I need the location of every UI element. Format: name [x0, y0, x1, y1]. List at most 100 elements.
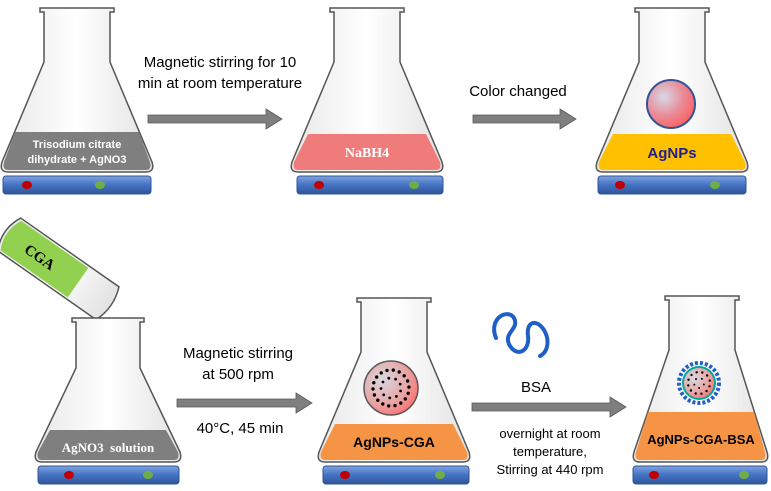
- step3-text-line1: Magnetic stirring: [183, 345, 293, 362]
- cga-molecule-dot: [700, 377, 703, 380]
- cga-molecule-dot: [708, 385, 711, 388]
- arrow-step3: [176, 392, 313, 414]
- cga-molecule-dot: [399, 401, 403, 405]
- cga-molecule-dot: [393, 403, 397, 408]
- stirrer-red-knob: [615, 181, 625, 189]
- flask-agno3-solution: AgNO3 solution: [34, 317, 182, 485]
- cga-molecule-dot: [693, 383, 696, 386]
- step4-text-line1: overnight at room: [499, 426, 600, 441]
- cga-molecule-dot: [695, 371, 698, 374]
- cga-molecule-dot: [705, 389, 708, 393]
- stirrer-red-knob: [649, 471, 659, 479]
- cga-molecule-dot: [702, 383, 705, 386]
- flask-label: AgNPs: [647, 145, 696, 162]
- cga-molecule-dot: [694, 392, 697, 395]
- cga-molecule-dot: [698, 387, 701, 389]
- flask-liquid: [3, 132, 151, 170]
- arrow-step4: [471, 396, 627, 418]
- stirrer-green-knob: [739, 471, 749, 479]
- cga-molecule-dot: [379, 371, 383, 375]
- cga-molecule-dot: [379, 387, 383, 390]
- stirrer-red-knob: [314, 181, 324, 189]
- cga-molecule-dot: [403, 397, 407, 401]
- step2-text: Color changed: [469, 83, 567, 100]
- cga-molecule-dot: [382, 393, 386, 397]
- cga-molecule-dot: [708, 379, 711, 382]
- cga-molecule-dot: [387, 376, 391, 380]
- stirrer-red-knob: [64, 471, 74, 479]
- cga-molecule-dot: [398, 382, 402, 386]
- magnetic-stirrer: [2, 175, 152, 195]
- stirrer-green-knob: [409, 181, 419, 189]
- stirrer-green-knob: [435, 471, 445, 479]
- step4-text-line2: temperature,: [513, 444, 587, 459]
- flask-glass: [290, 7, 444, 173]
- flask-liquid: [37, 430, 179, 460]
- cga-molecule-dot: [705, 374, 709, 377]
- cga-molecule-dot: [391, 368, 395, 372]
- arrow-step1: [147, 108, 283, 130]
- flask-liquid: [293, 134, 441, 170]
- magnetic-stirrer: [597, 175, 747, 195]
- flask-liquid: [635, 412, 766, 460]
- flask-liquid: [598, 134, 746, 170]
- flask-agnps-cga-bsa: AgNPs-CGA-BSA: [632, 295, 769, 485]
- stirrer-red-knob: [340, 471, 350, 479]
- cga-molecule-dot: [375, 375, 379, 379]
- silver-nanoparticle: [646, 79, 696, 129]
- magnetic-stirrer: [632, 465, 768, 485]
- cga-molecule-dot: [387, 404, 391, 408]
- flask-liquid: [320, 424, 468, 460]
- bsa-protein-chain: [492, 312, 550, 358]
- flask-nabh4: NaBH4: [290, 7, 444, 195]
- magnetic-stirrer: [37, 465, 180, 485]
- flask-glass: [0, 7, 154, 173]
- step1-text-line2: min at room temperature: [138, 75, 302, 92]
- cga-molecule-dot: [397, 370, 401, 374]
- step4-label: BSA: [521, 379, 551, 396]
- flask-trisodium-citrate: Trisodium citrate dihydrate + AgNO3: [0, 7, 154, 195]
- cga-molecule-dot: [405, 379, 410, 383]
- cga-molecule-dot: [695, 378, 697, 380]
- cga-molecule-dot: [689, 389, 693, 392]
- step3-text-line2: at 500 rpm: [202, 366, 274, 383]
- cga-molecule-dot: [371, 387, 375, 391]
- flask-glass: [34, 317, 182, 463]
- cga-molecule-dot: [687, 378, 690, 381]
- cga-test-tube: CGA: [0, 217, 120, 321]
- flask-label-line1: Trisodium citrate: [33, 139, 122, 151]
- cga-molecule-dot: [394, 377, 397, 381]
- cga-molecule-dot: [402, 374, 406, 378]
- step4-text-line3: Stirring at 440 rpm: [497, 462, 604, 477]
- stirrer-green-knob: [143, 471, 153, 479]
- flask-label: AgNO3 solution: [62, 440, 155, 455]
- stirrer-red-knob: [22, 181, 32, 189]
- cga-molecule-dot: [385, 368, 389, 373]
- cga-molecule-dot: [406, 391, 410, 395]
- step1-text-line1: Magnetic stirring for 10: [144, 54, 297, 71]
- arrow-step2: [472, 108, 577, 130]
- flask-label: AgNPs-CGA-BSA: [647, 432, 755, 447]
- cga-molecule-dot: [381, 402, 385, 406]
- cga-molecule-dot: [395, 395, 398, 398]
- stirrer-green-knob: [95, 181, 105, 189]
- cga-molecule-dot: [700, 392, 703, 395]
- flask-label-line2: dihydrate + AgNO3: [28, 154, 127, 166]
- nanoparticle-cga-bsa: [677, 361, 721, 405]
- cga-molecule-dot: [381, 380, 385, 384]
- cga-molecule-dot: [407, 385, 411, 389]
- cga-molecule-dot: [372, 393, 377, 397]
- stirrer-green-knob: [710, 181, 720, 189]
- step3-text-line3: 40°C, 45 min: [197, 420, 284, 437]
- tube-liquid: [0, 220, 89, 298]
- cga-molecule-dot: [399, 389, 402, 393]
- flask-label: AgNPs-CGA: [353, 434, 435, 450]
- cga-molecule-dot: [687, 384, 690, 387]
- cga-molecule-dot: [372, 381, 376, 385]
- flask-agnps-cga: AgNPs-CGA: [317, 297, 471, 485]
- magnetic-stirrer: [296, 175, 444, 195]
- cga-molecule-dot: [388, 396, 392, 400]
- cga-molecule-dot: [701, 371, 704, 374]
- cga-molecule-dot: [376, 398, 380, 402]
